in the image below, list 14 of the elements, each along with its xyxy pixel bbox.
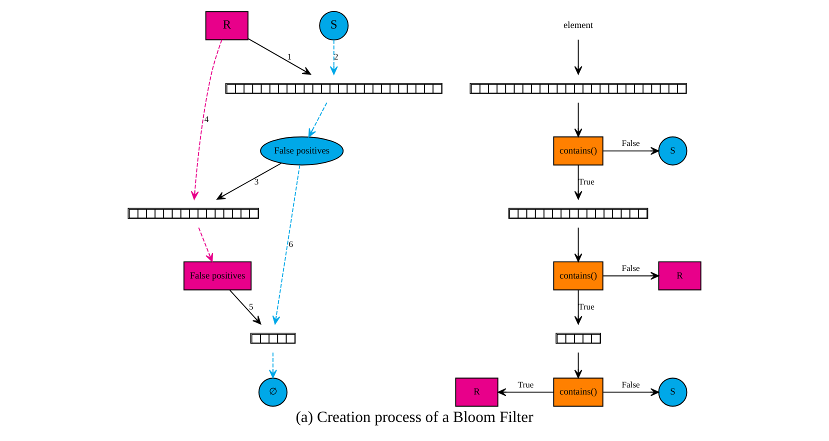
edge-label: 5 xyxy=(248,301,254,312)
edge-label: False xyxy=(622,263,640,274)
edge-label: False xyxy=(622,379,640,390)
edge-label: True xyxy=(578,301,594,312)
edge-label: 1 xyxy=(287,51,292,62)
edge-label: True xyxy=(518,379,534,390)
edge-label: 6 xyxy=(288,238,294,249)
edge-label: 2 xyxy=(334,51,338,62)
caption: (a) Creation process of a Bloom Filter xyxy=(296,408,534,426)
edge-label: False xyxy=(622,138,640,148)
edge-label: 4 xyxy=(204,114,209,124)
edge-label: True xyxy=(578,176,594,186)
edge-label: 3 xyxy=(254,176,259,186)
node-text: element xyxy=(563,21,594,32)
